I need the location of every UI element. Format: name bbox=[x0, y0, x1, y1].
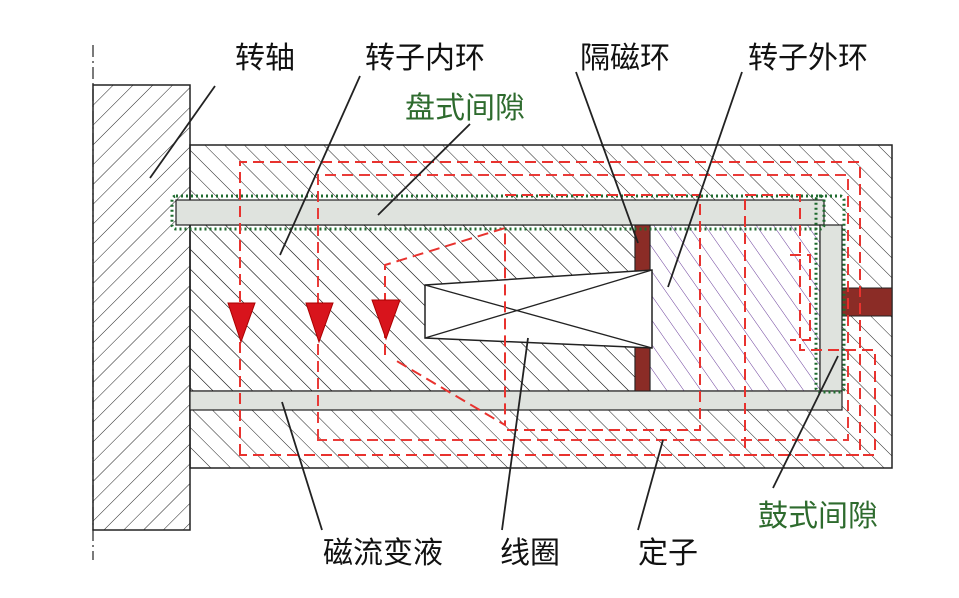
label-disc-gap: 盘式间隙 bbox=[405, 91, 525, 126]
mr-fluid-disc-gap bbox=[175, 199, 825, 226]
label-shaft: 转轴 bbox=[235, 41, 295, 76]
mr-fluid-bottom-gap bbox=[189, 390, 843, 411]
label-mr-fluid: 磁流变液 bbox=[323, 536, 443, 571]
label-coil: 线圈 bbox=[500, 536, 560, 571]
flux-paths bbox=[239, 161, 876, 456]
label-stator: 定子 bbox=[638, 536, 698, 571]
label-isolation-ring: 隔磁环 bbox=[580, 41, 670, 76]
drum-gap-outline bbox=[814, 194, 846, 394]
flux-arrows bbox=[227, 299, 401, 344]
leader-lines bbox=[149, 71, 839, 531]
output-stub bbox=[841, 287, 893, 317]
shaft-body bbox=[92, 84, 191, 531]
disc-gap-outline bbox=[170, 194, 826, 231]
label-rotor-outer-ring: 转子外环 bbox=[748, 41, 868, 76]
label-drum-gap: 鼓式间隙 bbox=[758, 499, 878, 534]
label-rotor-inner-ring: 转子内环 bbox=[365, 41, 485, 76]
mr-fluid-drum-gap bbox=[819, 224, 843, 392]
